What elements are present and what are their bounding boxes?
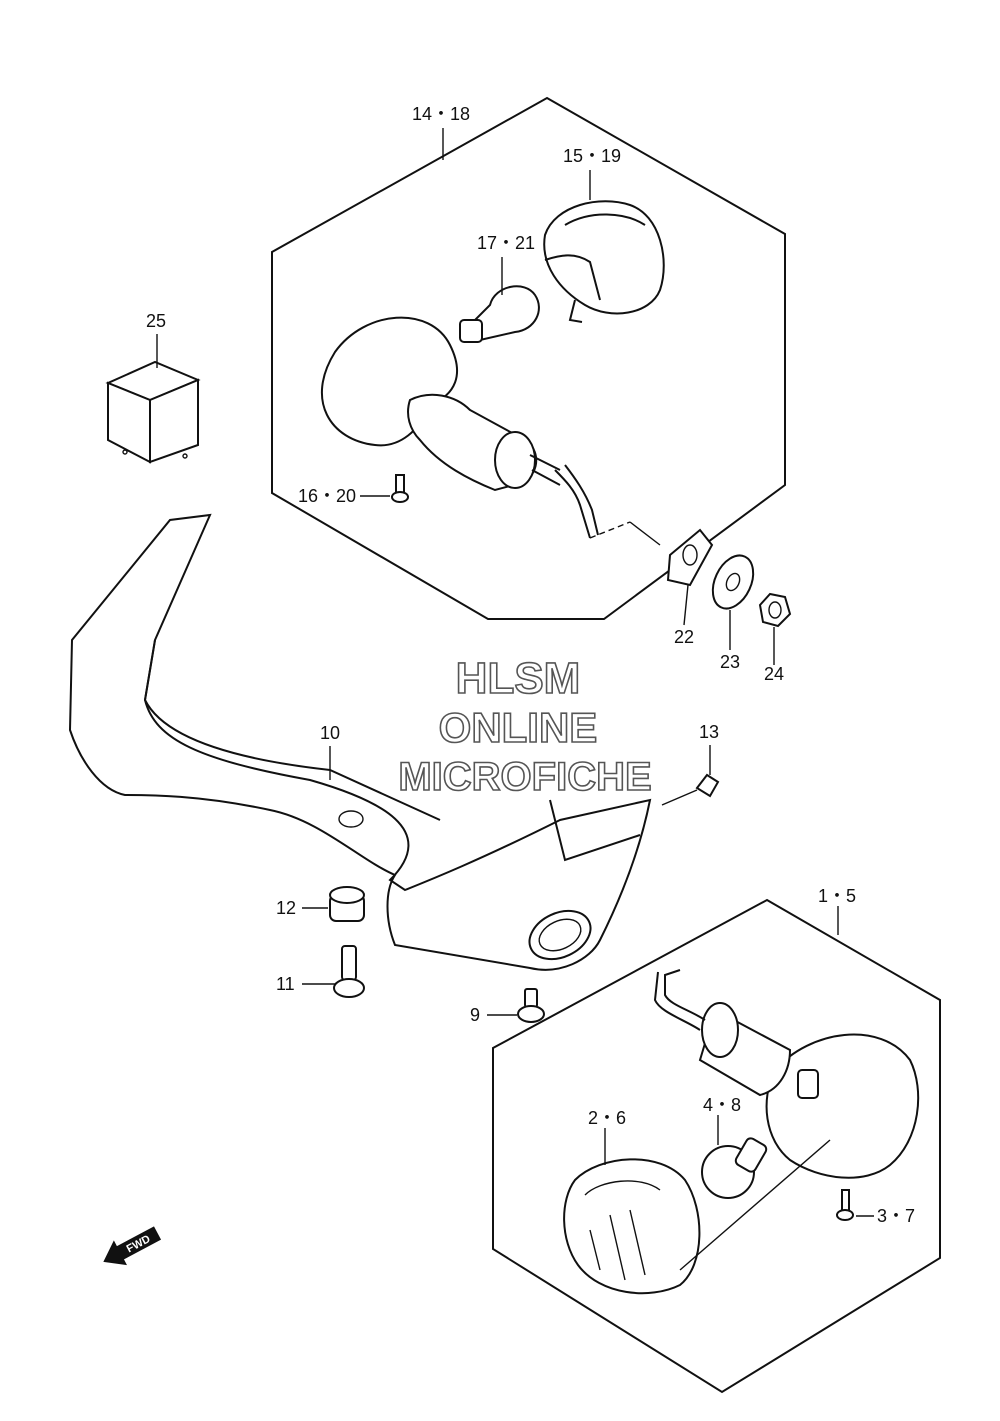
label-14-18: 14・18: [412, 104, 470, 124]
grommet-12: [329, 886, 365, 922]
relay-25: [105, 360, 201, 464]
label-12: 12: [276, 898, 296, 918]
nut-24: [758, 592, 792, 628]
fwd-label: FWD: [125, 1233, 153, 1255]
leader-lines: [156, 128, 874, 1271]
label-23: 23: [720, 652, 740, 672]
label-25: 25: [146, 311, 166, 331]
mount-washer-22: [666, 528, 714, 587]
washer-23: [711, 554, 755, 610]
label-17-21: 17・21: [477, 233, 535, 253]
group-outline-upper: [271, 96, 786, 620]
bulb-lower: [701, 1137, 768, 1199]
label-13: 13: [699, 722, 719, 742]
lens-lower: [563, 1158, 701, 1295]
watermark-line-2: ONLINE: [439, 704, 598, 751]
label-15-19: 15・19: [563, 146, 621, 166]
bracket-10: [68, 513, 652, 971]
lens-upper: [543, 200, 665, 323]
label-10: 10: [320, 723, 340, 743]
group-outline-lower: [492, 898, 941, 1394]
bolt-11: [333, 945, 365, 998]
label-4-8: 4・8: [703, 1095, 741, 1115]
forward-arrow-icon: FWD: [103, 1226, 162, 1266]
screw-3-7: [836, 1189, 854, 1221]
label-9: 9: [470, 1005, 480, 1025]
label-24: 24: [764, 664, 784, 684]
label-1-5: 1・5: [818, 886, 856, 906]
label-3-7: 3・7: [877, 1206, 915, 1226]
screw-13: [661, 773, 720, 806]
watermark-line-3: MICROFICHE: [398, 755, 651, 799]
label-22: 22: [674, 627, 694, 647]
screw-9: [517, 988, 545, 1023]
label-2-6: 2・6: [588, 1108, 626, 1128]
label-16-20: 16・20: [298, 486, 356, 506]
signal-housing-lower: [653, 969, 920, 1179]
screw-16-20: [391, 474, 409, 503]
watermark-line-1: HLSM: [456, 654, 581, 703]
label-11: 11: [276, 974, 295, 994]
signal-housing-upper: [320, 316, 599, 539]
bulb-upper: [459, 285, 540, 343]
